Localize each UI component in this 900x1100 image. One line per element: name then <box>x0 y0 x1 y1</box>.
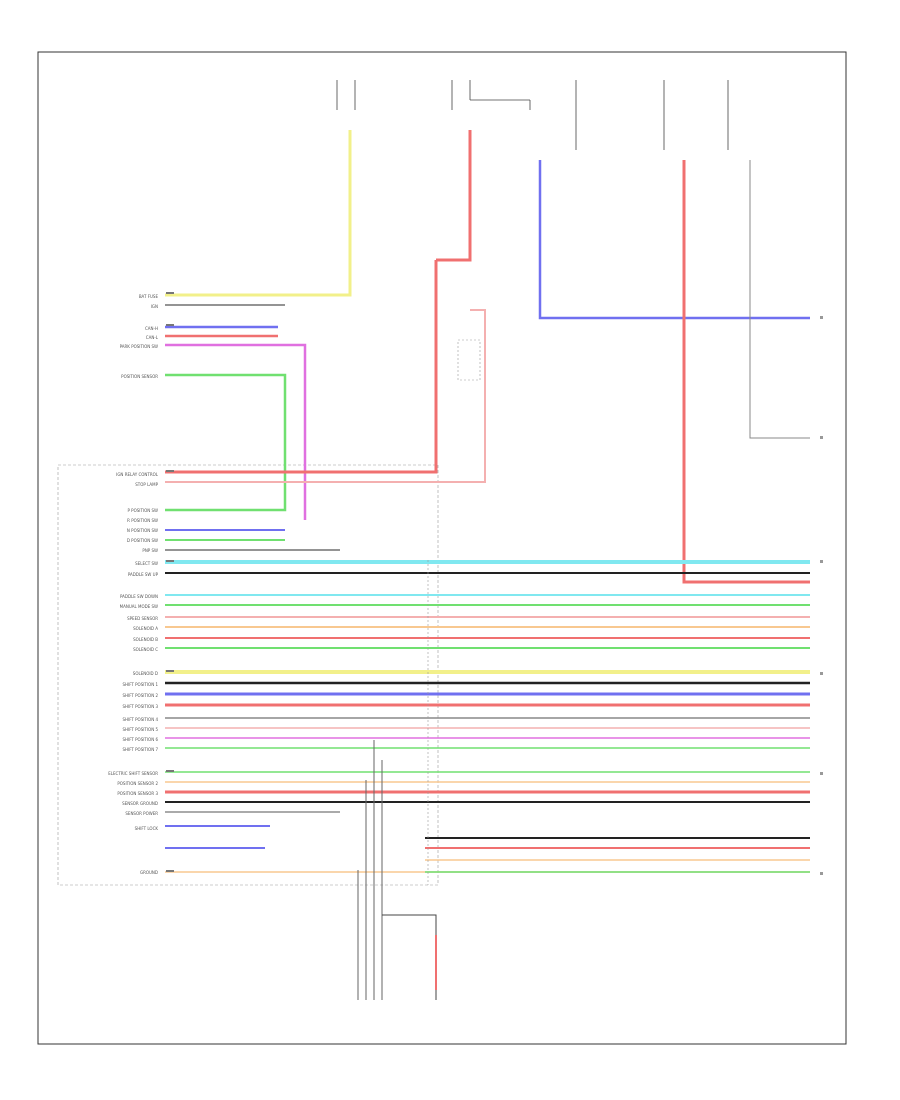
pin-label: IGN <box>151 304 158 309</box>
pin-label: CAN-H <box>145 326 158 331</box>
ground-wires <box>357 740 437 1000</box>
pin-label: PADDLE SW UP <box>128 572 159 577</box>
wire-pink-stop <box>165 309 486 483</box>
stop-lamp-switch <box>457 339 481 381</box>
pin-label: MANUAL MODE SW <box>120 604 158 609</box>
harness-wires <box>165 529 810 873</box>
fuse-block-3 <box>575 80 729 150</box>
module-pin-labels: BAT FUSE IGN CAN-H CAN-L PARK POSITION SW POS… <box>108 294 159 875</box>
pin-label: SHIFT POSITION 3 <box>122 704 158 709</box>
pin-label: PARK POSITION SW <box>120 344 158 349</box>
wire-gray-right <box>749 160 810 439</box>
pin-label: SHIFT POSITION 6 <box>122 737 158 742</box>
pin-label: SOLENOID D <box>133 671 158 676</box>
left-pin-markers <box>166 292 174 872</box>
pin-label: SPEED SENSOR <box>127 616 158 621</box>
wire-red-feed-top <box>436 130 472 262</box>
pin-label: POSITION SENSOR <box>121 374 158 379</box>
wire-green-position <box>165 373 287 512</box>
pin-label: SHIFT LOCK <box>135 826 159 831</box>
pin-label: CAN-L <box>146 335 159 340</box>
pin-label: BAT FUSE <box>139 294 159 299</box>
pin-label: PADDLE SW DOWN <box>120 594 158 599</box>
pin-label: STOP LAMP <box>135 482 158 487</box>
pin-label: PNP SW <box>142 548 158 553</box>
pin-label: SHIFT POSITION 4 <box>122 717 158 722</box>
pin-label: SHIFT POSITION 5 <box>122 727 158 732</box>
wire-yellow-bat <box>165 130 352 297</box>
pin-label: D POSITION SW <box>127 538 158 543</box>
wire-red-right <box>682 160 810 584</box>
pin-label: SOLENOID C <box>133 647 158 652</box>
pin-label: P POSITION SW <box>128 508 159 513</box>
pin-label: N POSITION SW <box>127 528 158 533</box>
wire-blue-right <box>538 160 810 320</box>
fuse-block-1 <box>336 80 356 110</box>
wire-red-ign <box>165 260 438 474</box>
right-pin-markers <box>820 316 823 875</box>
pin-label: R POSITION SW <box>127 518 158 523</box>
pin-label: SHIFT POSITION 7 <box>122 747 158 752</box>
fuse-block-2 <box>451 80 531 110</box>
control-module-outline <box>57 464 439 886</box>
pin-label: SOLENOID A <box>133 626 158 631</box>
pin-label: SELECT SW <box>135 561 158 566</box>
diagram-frame <box>37 51 847 1045</box>
pin-label: SENSOR GROUND <box>122 801 158 806</box>
pin-label: GROUND <box>140 870 158 875</box>
wire-violet-park <box>165 343 307 520</box>
pin-label: POSITION SENSOR 3 <box>117 791 158 796</box>
pin-label: SOLENOID B <box>133 637 158 642</box>
pin-label: ELECTRIC SHIFT SENSOR <box>108 771 158 776</box>
pin-label: SHIFT POSITION 2 <box>122 693 158 698</box>
pin-label: SHIFT POSITION 1 <box>122 682 158 687</box>
pin-label: IGN RELAY CONTROL <box>116 472 159 477</box>
pin-label: POSITION SENSOR 2 <box>117 781 158 786</box>
pin-label: SENSOR POWER <box>125 811 158 816</box>
